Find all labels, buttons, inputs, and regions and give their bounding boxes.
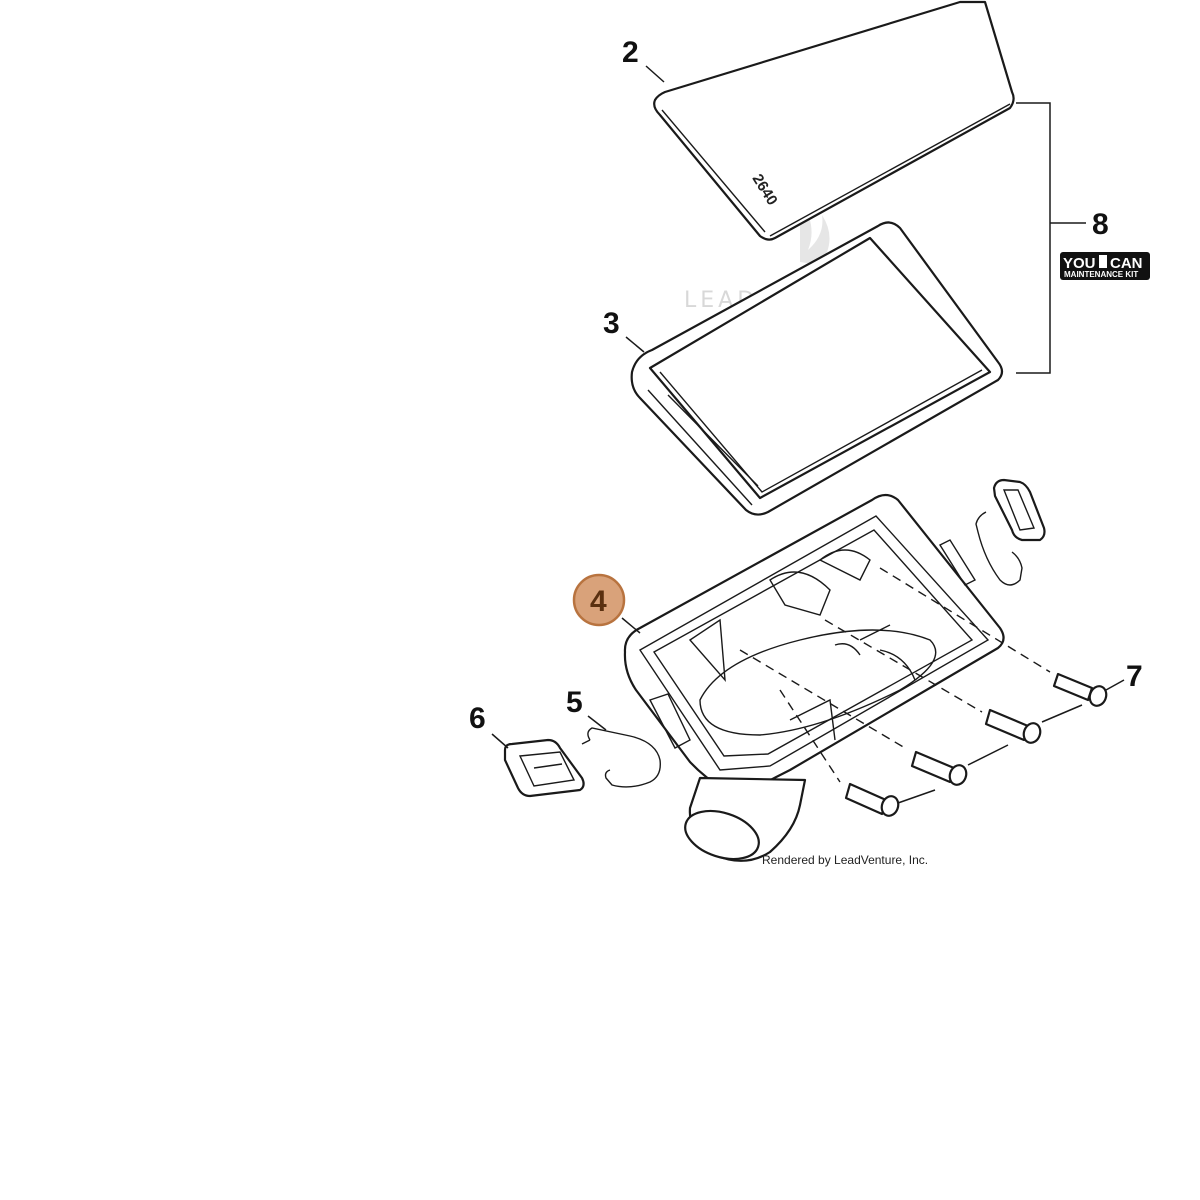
callout-7[interactable]: 7 <box>1126 660 1143 693</box>
part-3-air-filter[interactable] <box>630 221 1004 516</box>
callout-4[interactable]: 4 <box>572 573 641 634</box>
callout-4-highlight <box>572 573 626 627</box>
part-5-wire-clip-right[interactable] <box>975 511 1023 586</box>
kit-bracket <box>1016 102 1051 374</box>
callout-7-leader-2 <box>1041 704 1083 723</box>
alignment-line-2 <box>824 619 983 713</box>
part-5-wire-clip[interactable] <box>581 727 661 788</box>
kit-badge-can: CAN <box>1110 255 1143 272</box>
alignment-line-3 <box>739 649 906 749</box>
part-4-filter-housing[interactable] <box>623 493 1005 868</box>
part-7-screw-1[interactable] <box>1052 672 1109 708</box>
callout-2[interactable]: 2 <box>622 36 665 83</box>
you-can-maintenance-kit-badge: YOU CAN MAINTENANCE KIT <box>1060 252 1150 280</box>
callout-8-label: 8 <box>1092 208 1109 241</box>
kit-badge-you: YOU <box>1063 255 1096 272</box>
callout-4-label: 4 <box>590 585 607 618</box>
part-6-latch-right[interactable] <box>992 478 1046 542</box>
kit-badge-subtitle: MAINTENANCE KIT <box>1064 270 1138 279</box>
callout-3[interactable]: 3 <box>603 307 645 353</box>
part-7-screw-2[interactable] <box>984 708 1043 745</box>
callout-2-label: 2 <box>622 36 639 69</box>
callout-6-label: 6 <box>469 702 486 735</box>
callout-7-leader-1 <box>1105 679 1125 691</box>
render-credit: Rendered by LeadVenture, Inc. <box>762 853 928 867</box>
callout-5-label: 5 <box>566 686 583 719</box>
callout-8[interactable]: 8 <box>1092 208 1109 241</box>
part-7-screw-4[interactable] <box>844 782 901 818</box>
alignment-line-4 <box>779 689 841 783</box>
part-7-screw-3[interactable] <box>910 750 969 787</box>
alignment-line-1 <box>879 567 1051 673</box>
wrench-icon <box>1099 255 1107 268</box>
callout-7-label: 7 <box>1126 660 1143 693</box>
part-6-latch[interactable] <box>503 738 585 798</box>
callout-7-leader-3 <box>967 744 1009 766</box>
callout-3-label: 3 <box>603 307 620 340</box>
callout-5[interactable]: 5 <box>566 686 607 731</box>
callout-7-leader-4 <box>897 789 936 804</box>
callout-6[interactable]: 6 <box>469 702 509 749</box>
part-2-filter-pad[interactable]: 2640 <box>653 0 1015 241</box>
